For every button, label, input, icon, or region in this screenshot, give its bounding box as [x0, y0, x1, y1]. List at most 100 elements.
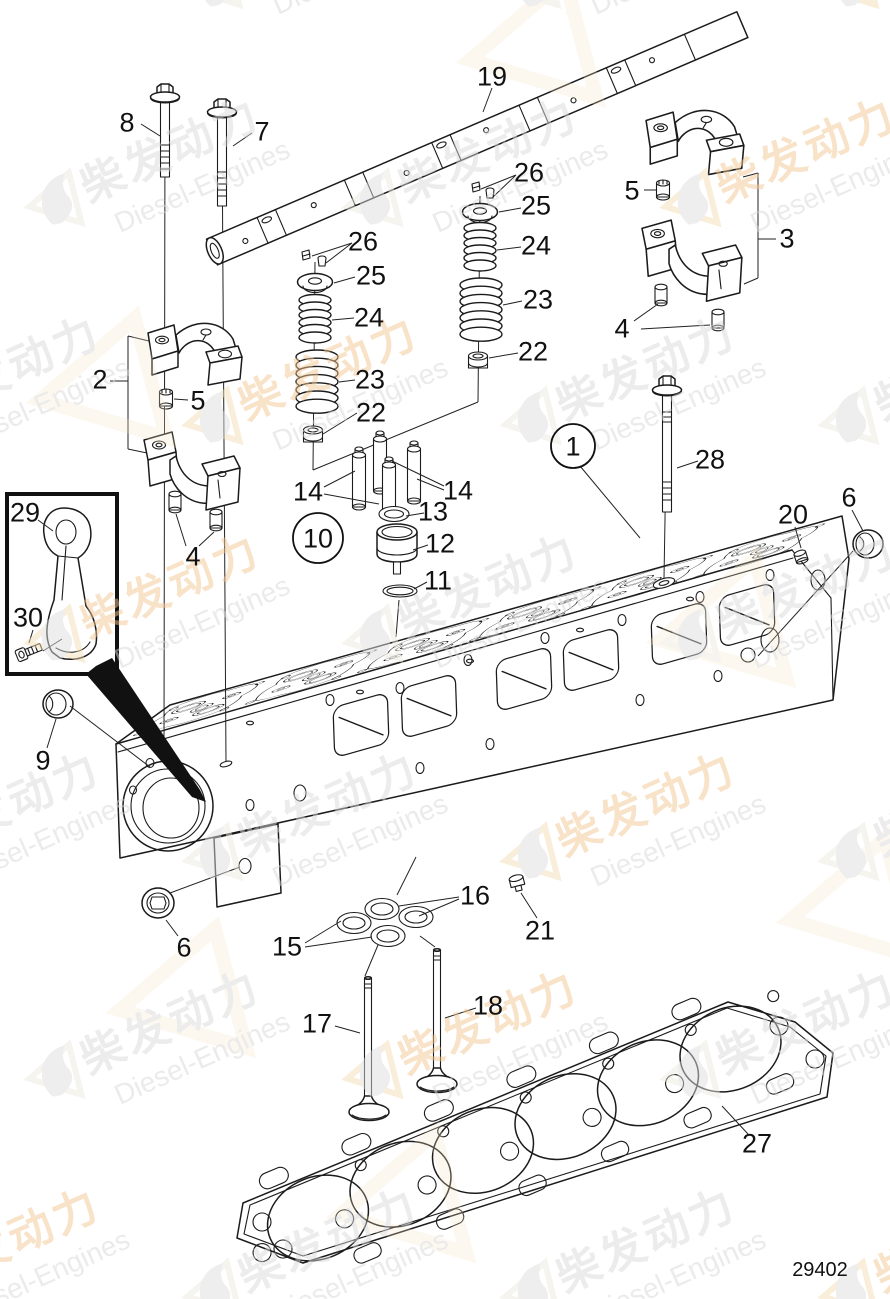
svg-text:5: 5: [190, 386, 205, 416]
gasket-bore: [500, 1057, 630, 1163]
valve-spring-inner: [295, 349, 339, 414]
svg-text:12: 12: [425, 529, 455, 559]
svg-text:25: 25: [521, 191, 551, 221]
injector-sleeve-12: [376, 523, 418, 575]
watermark-triangle-icon: [645, 545, 797, 689]
callout-label: 13: [418, 497, 448, 527]
cup-plug-6-bottom: [141, 887, 175, 919]
valve-spring-stack-right: [459, 181, 503, 369]
valve-guides: [351, 430, 422, 521]
svg-text:15: 15: [272, 932, 302, 962]
watermark-logo-d-icon: [359, 609, 391, 661]
watermark-logo-d-icon: [41, 609, 73, 661]
svg-text:23: 23: [355, 365, 385, 395]
o-ring-13: [378, 505, 410, 523]
svg-text:26: 26: [348, 227, 378, 257]
head-small-holes: [128, 568, 826, 812]
valve-18: [416, 947, 458, 1094]
svg-text:17: 17: [302, 1009, 332, 1039]
svg-text:26: 26: [514, 158, 544, 188]
sleeve-5-right: [655, 179, 671, 201]
valve-spring-outer: [298, 293, 332, 344]
callout-label: 30: [13, 603, 43, 633]
callout-label: 20: [778, 500, 808, 530]
callout-label: 29: [10, 498, 40, 528]
inset-pointer-arrow: [86, 658, 206, 802]
callout-label: 24: [521, 231, 551, 261]
svg-text:18: 18: [473, 991, 503, 1021]
gasket-bore: [417, 1091, 547, 1197]
watermark-logo-d-icon: [359, 1045, 391, 1097]
watermark-logo-d-icon: [517, 1263, 549, 1299]
watermark-text-en: Diesel-Engines: [0, 0, 134, 21]
callout-label: 6: [841, 483, 856, 513]
svg-text:10: 10: [303, 524, 333, 554]
watermark-logo-d-icon: [517, 827, 549, 879]
leader-lines: [28, 87, 864, 1135]
watermark-logo-d-icon: [359, 173, 391, 225]
spring-retainer: [461, 202, 499, 224]
watermark-triangle-icon: [105, 915, 257, 1059]
watermark-logo-d-icon: [835, 827, 867, 879]
svg-text:27: 27: [742, 1129, 772, 1159]
valve-collets: [301, 249, 327, 267]
callout-label: 22: [356, 398, 386, 428]
svg-text:9: 9: [35, 746, 50, 776]
svg-text:22: 22: [356, 398, 386, 428]
svg-text:14: 14: [293, 477, 323, 507]
svg-text:22: 22: [518, 337, 548, 367]
gasket-bore: [335, 1125, 465, 1230]
callout-label: 6: [176, 933, 191, 963]
callout-label: 4: [614, 314, 629, 344]
plug-21: [508, 874, 526, 893]
callout-label: 7: [254, 117, 269, 147]
svg-text:25: 25: [356, 261, 386, 291]
callout-label: 18: [473, 991, 503, 1021]
cup-plug-9: [42, 689, 74, 719]
valve-collets: [471, 181, 495, 199]
valve-spring-outer: [463, 221, 497, 272]
sleeve-5-left: [158, 388, 174, 410]
svg-text:4: 4: [614, 314, 629, 344]
flange-bolt-7: [206, 98, 238, 207]
callout-label: 3: [779, 224, 794, 254]
callout-label: 21: [525, 916, 555, 946]
callout-label: 26: [348, 227, 378, 257]
rocker-shaft: [205, 11, 749, 266]
callout-label: 15: [272, 932, 302, 962]
watermark-triangle-icon: [25, 305, 177, 449]
watermark-logo-d-icon: [835, 1263, 867, 1299]
watermark-triangle-icon: [775, 825, 890, 969]
valve-spring-stack-left: [295, 249, 339, 443]
gasket-bore: [252, 1159, 382, 1264]
callout-label: 22: [518, 337, 548, 367]
svg-text:16: 16: [460, 881, 490, 911]
o-ring-11: [382, 584, 418, 598]
drawing-number: 29402: [792, 1259, 848, 1281]
callout-label: 8: [119, 108, 134, 138]
callout-label: 26: [514, 158, 544, 188]
watermark-triangle-icon: [455, 0, 607, 109]
watermark-text-en: Diesel-Engines: [586, 0, 771, 21]
watermark-logo-d-icon: [835, 391, 867, 443]
spring-retainer: [296, 272, 334, 294]
watermark-logo-d-icon: [41, 1045, 73, 1097]
callout-label: 12: [425, 529, 455, 559]
valve-stem-seal: [467, 351, 489, 369]
callout-label: 14: [293, 477, 323, 507]
svg-text:29: 29: [10, 498, 40, 528]
valve-17: [348, 975, 390, 1122]
callout-label: 5: [624, 176, 639, 206]
svg-text:28: 28: [695, 445, 725, 475]
watermark-logo-d-icon: [199, 1263, 231, 1299]
svg-text:6: 6: [841, 483, 856, 513]
